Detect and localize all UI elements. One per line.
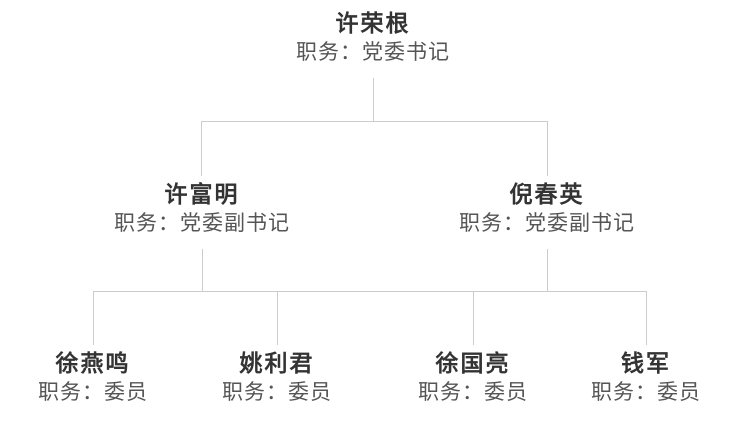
connector-level3-drop-2 [277, 291, 278, 345]
person-role: 职务：党委副书记 [459, 212, 635, 235]
connector-root-drop [373, 78, 374, 121]
person-name: 徐国亮 [435, 350, 511, 376]
connector-level3-drop-1 [93, 291, 94, 345]
org-node-level3-4[interactable]: 钱军 职务：委员 [536, 348, 750, 406]
connector-level3-drop-4 [646, 291, 647, 345]
connector-level2-rail [201, 121, 548, 122]
person-name: 钱军 [621, 350, 671, 376]
connector-level3-rise-right [547, 249, 548, 291]
connector-level3-rise-left [202, 249, 203, 291]
org-node-level2-left[interactable]: 许富明 职务：党委副书记 [92, 179, 312, 237]
person-role: 职务：委员 [222, 381, 332, 404]
person-role: 职务：党委书记 [296, 41, 450, 64]
person-role: 职务：党委副书记 [114, 212, 290, 235]
person-name: 许荣根 [335, 10, 411, 36]
connector-level2-drop-right [547, 121, 548, 176]
connector-level3-drop-3 [473, 291, 474, 345]
connector-level3-rail [93, 291, 647, 292]
connector-level2-drop-left [201, 121, 202, 176]
person-name: 倪春英 [509, 181, 585, 207]
person-name: 许富明 [164, 181, 240, 207]
org-node-level3-2[interactable]: 姚利君 职务：委员 [167, 348, 387, 406]
person-role: 职务：委员 [38, 381, 148, 404]
org-node-level2-right[interactable]: 倪春英 职务：党委副书记 [437, 179, 657, 237]
person-role: 职务：委员 [418, 381, 528, 404]
person-name: 徐燕鸣 [55, 350, 131, 376]
org-node-level3-3[interactable]: 徐国亮 职务：委员 [363, 348, 583, 406]
person-role: 职务：委员 [591, 381, 701, 404]
person-name: 姚利君 [239, 350, 315, 376]
org-node-root[interactable]: 许荣根 职务：党委书记 [263, 8, 483, 66]
org-node-level3-1[interactable]: 徐燕鸣 职务：委员 [0, 348, 203, 406]
